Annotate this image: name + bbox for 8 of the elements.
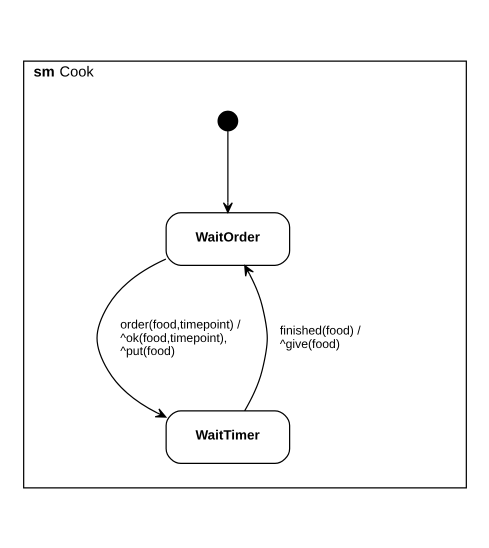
edge-label: order(food,timepoint) / ^ok(food,timepoint), ^put(food) [120,316,240,358]
edge-label: finished(food) / ^give(food) [279,322,360,350]
arrow [244,264,268,410]
node-box: WaitOrder [165,212,290,266]
arrow [96,258,166,418]
node-circle [216,110,238,131]
node-box: WaitTimer [165,410,290,464]
arrow [222,130,232,213]
